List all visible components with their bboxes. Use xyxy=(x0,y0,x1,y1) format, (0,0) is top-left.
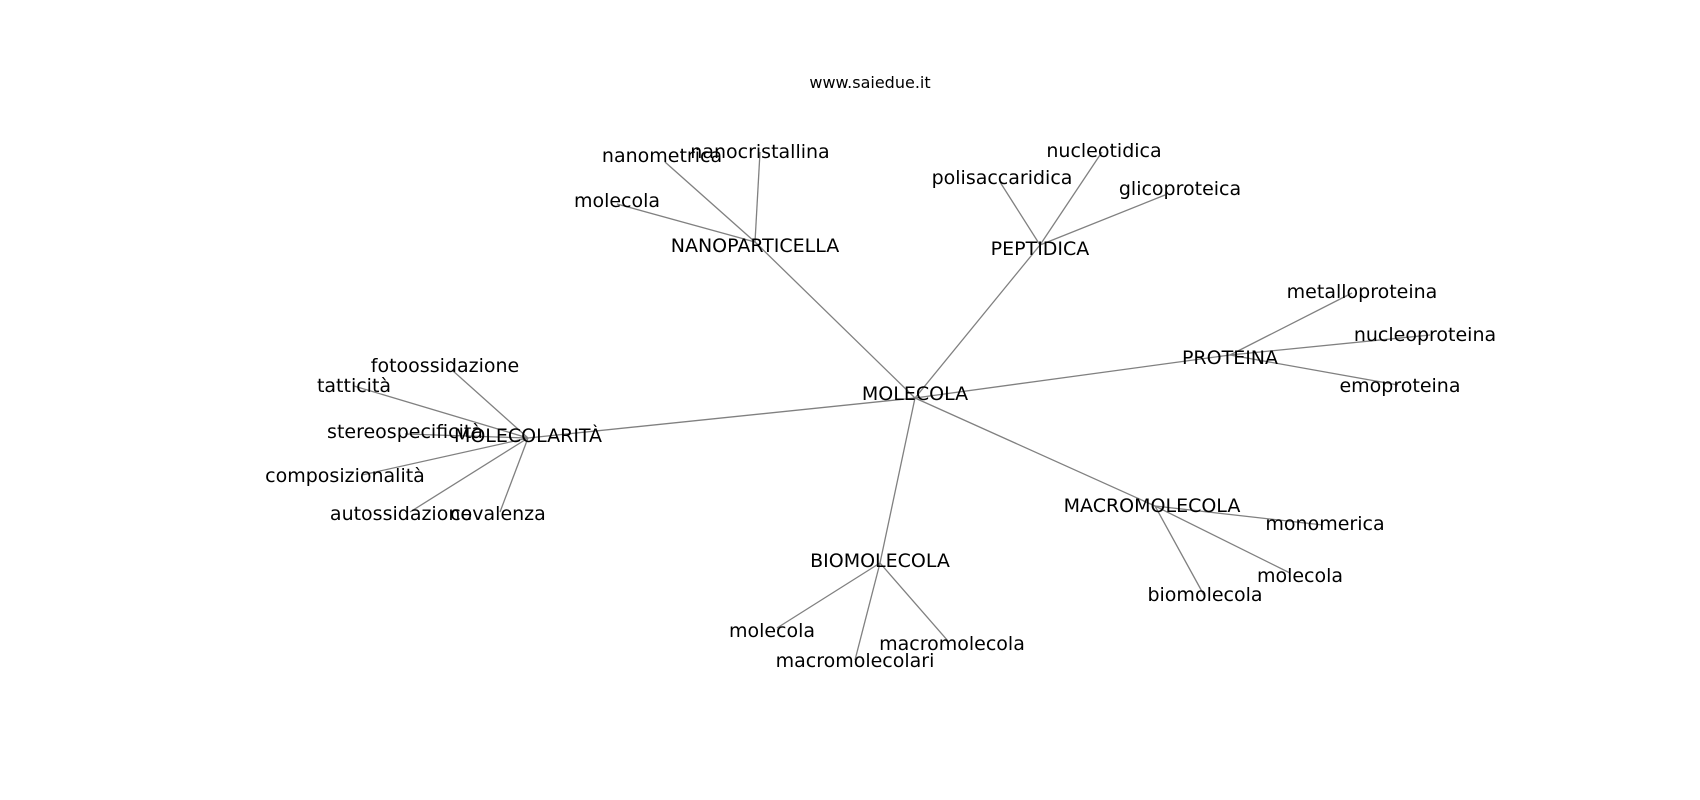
edge-hub-to-leaf xyxy=(1229,334,1431,356)
edge-hub-to-leaf xyxy=(361,437,529,476)
leaf-node-label: nanocristallina xyxy=(690,141,829,163)
edge-center-to-hub xyxy=(914,397,1156,507)
hub-node-label: MOLECOLARITÀ xyxy=(454,424,602,447)
edge-hub-to-leaf xyxy=(999,181,1041,246)
leaf-node-label: tatticità xyxy=(317,375,391,397)
leaf-node-label: stereospecificità xyxy=(327,421,483,443)
watermark-text: www.saiedue.it xyxy=(809,73,930,92)
edge-hub-to-leaf xyxy=(499,437,529,513)
leaf-node-label: fotoossidazione xyxy=(371,355,519,377)
leaf-node-label: glicoproteica xyxy=(1119,178,1241,200)
edge-hub-to-leaf xyxy=(1039,151,1103,246)
edge-hub-to-leaf xyxy=(451,369,529,439)
edge-hub-to-leaf xyxy=(1154,505,1291,574)
edge-hub-to-leaf xyxy=(879,562,949,642)
edge-hub-to-leaf xyxy=(616,203,756,243)
leaf-node-label: macromolecola xyxy=(879,633,1025,655)
leaf-node-label: polisaccaridica xyxy=(932,167,1073,189)
leaf-node-label: biomolecola xyxy=(1147,584,1262,606)
leaf-node-label: metalloproteina xyxy=(1287,281,1438,303)
edge-hub-to-leaf xyxy=(1229,292,1353,356)
hub-node-label: MACROMOLECOLA xyxy=(1064,495,1241,517)
edge-center-to-hub xyxy=(754,241,916,399)
leaf-node-label: molecola xyxy=(729,620,815,642)
edge-hub-to-leaf xyxy=(404,433,529,439)
edge-center-to-hub xyxy=(914,354,1231,399)
edge-center-to-hub xyxy=(914,244,1041,399)
hub-node-label: PROTEINA xyxy=(1182,347,1278,369)
edge-hub-to-leaf xyxy=(776,562,881,629)
edge-hub-to-leaf xyxy=(1229,354,1399,386)
leaf-node-label: macromolecolari xyxy=(776,650,935,672)
hub-node-label: BIOMOLECOLA xyxy=(810,550,950,572)
hub-node-label: PEPTIDICA xyxy=(991,238,1090,260)
leaf-node-label: molecola xyxy=(574,190,660,212)
edges-layer xyxy=(353,151,1431,661)
leaf-node-label: monomerica xyxy=(1265,513,1384,535)
leaf-node-label: nanometrica xyxy=(602,145,722,167)
leaf-node-label: autossidazione xyxy=(330,503,472,525)
edge-hub-to-leaf xyxy=(754,151,761,243)
edge-hub-to-leaf xyxy=(1154,505,1324,526)
leaf-node-label: composizionalità xyxy=(265,465,425,487)
leaf-node-label: nucleotidica xyxy=(1046,140,1161,162)
hub-node-label: NANOPARTICELLA xyxy=(671,235,840,257)
edge-hub-to-leaf xyxy=(1039,194,1166,246)
edge-hub-to-leaf xyxy=(1154,505,1206,598)
labels-layer: www.saiedue.it MOLECOLA NANOPARTICELLA nan… xyxy=(265,73,1496,672)
edge-center-to-hub xyxy=(527,397,916,439)
center-node-label: MOLECOLA xyxy=(862,383,968,405)
leaf-node-label: nucleoproteina xyxy=(1354,324,1496,346)
leaf-node-label: molecola xyxy=(1257,565,1343,587)
edge-hub-to-leaf xyxy=(854,562,881,661)
leaf-node-label: emoproteina xyxy=(1339,375,1460,397)
edge-center-to-hub xyxy=(879,397,916,564)
leaf-node-label: covalenza xyxy=(450,503,546,525)
edge-hub-to-leaf xyxy=(664,161,756,243)
edge-hub-to-leaf xyxy=(409,437,529,513)
edge-hub-to-leaf xyxy=(353,385,529,439)
